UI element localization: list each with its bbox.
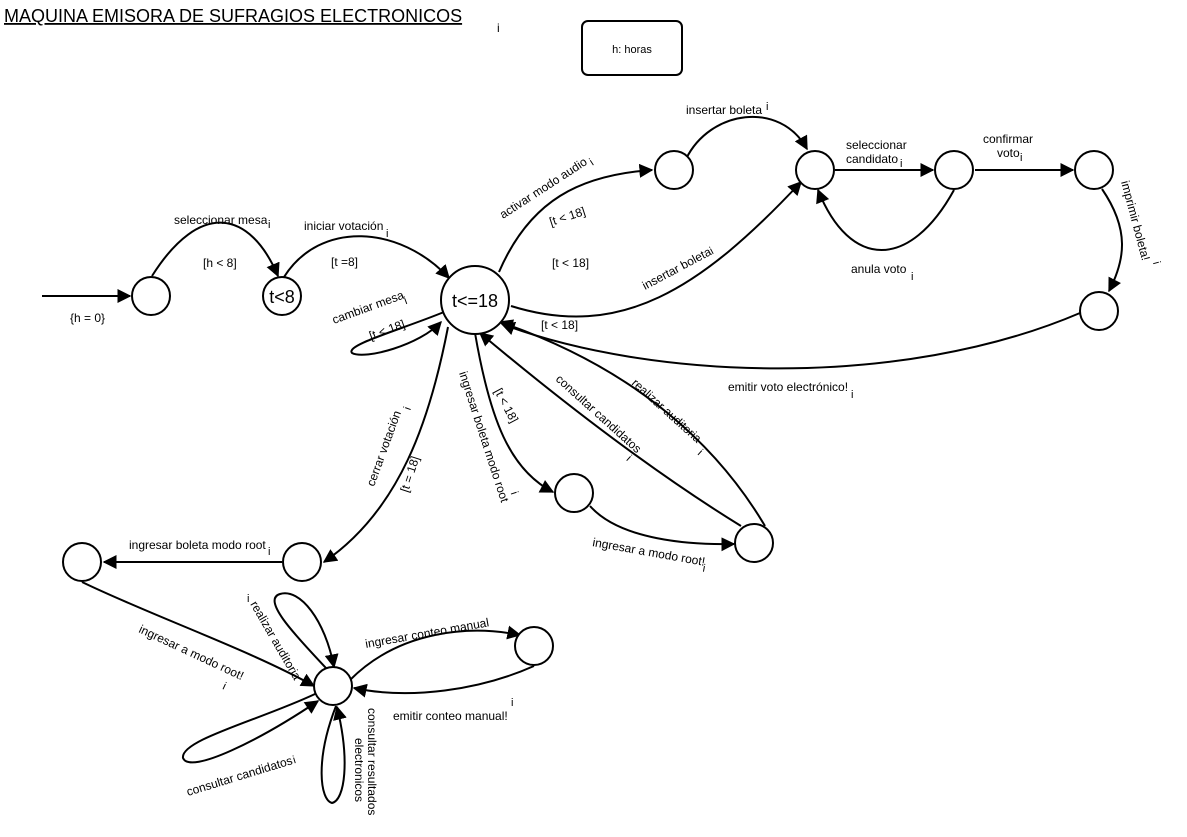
state-conteo-manual <box>514 626 554 666</box>
label-insertar-boleta-mid: insertar boleta <box>640 244 714 292</box>
marker-ingresar-boleta-root-2: i <box>268 546 270 558</box>
title-marker: i <box>497 21 500 35</box>
marker-insertar-boleta-mid: i <box>708 245 716 257</box>
edge-activar-audio <box>498 163 654 273</box>
label-realizar-auditoria: realizar auditoria <box>629 376 705 446</box>
label-insertar-guard: [t < 18] <box>552 256 589 270</box>
diagram-title: MAQUINA EMISORA DE SUFRAGIOS ELECTRONICO… <box>4 6 462 26</box>
label-consultar-resultados-2: electronicos <box>352 738 366 802</box>
edge-emitir-voto <box>500 312 1081 370</box>
label-seleccionar-candidato-1: seleccionar <box>846 138 907 152</box>
label-ingresar-modo-root-1: ingresar a modo root! <box>591 535 706 569</box>
marker-imprimir-boleta: i <box>1150 260 1162 265</box>
state-audio <box>654 150 694 190</box>
marker-consultar-candidatos-2: i <box>292 754 298 766</box>
state-start <box>131 276 171 316</box>
label-confirmar-voto-1: confirmar <box>983 132 1033 146</box>
state-root-final <box>313 666 353 706</box>
edge-ingresar-boleta-root <box>474 332 555 493</box>
marker-emitir-voto: i <box>851 389 853 401</box>
label-consultar-candidatos-2: consultar candidatos <box>185 753 294 799</box>
label-ingresar-modo-root-2: ingresar a modo root! <box>137 622 246 683</box>
label-cambiar-mesa-guard: [t < 18] <box>367 317 407 343</box>
label-confirmar-voto-2: voto <box>997 146 1020 160</box>
state-t-le-18 <box>440 265 510 335</box>
label-seleccionar-mesa: seleccionar mesa <box>174 213 268 227</box>
marker-cerrar-votacion: i <box>402 405 414 411</box>
label-cerrar-votacion: cerrar votación <box>364 409 404 488</box>
edge-seleccionar-mesa <box>151 221 280 278</box>
label-ingresar-conteo: ingresar conteo manual <box>364 615 490 651</box>
edge-consultar-candidatos-2 <box>182 693 320 764</box>
marker-realizar-auditoria: i <box>695 447 705 458</box>
edge-realizar-auditoria <box>498 319 766 527</box>
edge-imprimir-boleta <box>1101 188 1123 293</box>
state-t-lt-8 <box>262 276 302 316</box>
marker-emitir-conteo: i <box>511 697 513 709</box>
marker-seleccionar-mesa: i <box>268 219 270 231</box>
state-boleta-insertada <box>795 150 835 190</box>
state-t-le-18-label: t<=18 <box>452 291 498 311</box>
marker-iniciar-votacion: i <box>386 228 388 240</box>
marker-activar-audio: i <box>587 157 596 168</box>
marker-seleccionar-candidato: i <box>900 158 902 170</box>
marker-insertar-boleta-top: i <box>766 101 768 113</box>
edge-consultar-resultados <box>320 705 347 805</box>
marker-confirmar-voto: i <box>1020 152 1022 164</box>
edge-ingresar-conteo <box>349 625 522 681</box>
state-boleta-root <box>62 542 102 582</box>
state-voto-confirmado <box>1074 150 1114 190</box>
state-candidato-seleccionado <box>934 150 974 190</box>
edge-cerrar-votacion <box>322 326 449 563</box>
edge-insertar-boleta-top <box>685 115 808 160</box>
label-anula-voto: anula voto <box>851 262 907 276</box>
label-emitir-voto: emitir voto electrónico! <box>728 380 848 394</box>
marker-cambiar-mesa: i <box>403 295 409 307</box>
state-boleta-impresa <box>1079 291 1119 331</box>
label-activar-guard: [t < 18] <box>548 204 588 229</box>
label-imprimir-boleta: imprimir boleta! <box>1118 179 1153 262</box>
marker-consultar-candidatos: i <box>624 453 634 464</box>
marker-ingresar-modo-root-1: i <box>702 563 706 575</box>
edge-consultar-candidatos <box>478 332 742 527</box>
marker-ingresar-modo-root-2: i <box>221 681 228 693</box>
label-init-guard: {h = 0} <box>70 311 105 325</box>
state-votacion-cerrada <box>282 542 322 582</box>
label-iniciar-votacion: iniciar votación <box>304 219 383 233</box>
label-t-eq-8: [t =8] <box>331 255 358 269</box>
state-root-request <box>554 473 594 513</box>
state-t-lt-8-label: t<8 <box>269 287 295 307</box>
legend-note-box <box>581 20 683 76</box>
label-emitir-conteo: emitir conteo manual! <box>393 709 508 723</box>
marker-ingresar-boleta-root: i <box>508 490 520 496</box>
label-insertar-boleta-top: insertar boleta <box>686 103 762 117</box>
marker-anula-voto: i <box>911 271 913 283</box>
edge-realizar-auditoria-2 <box>273 592 339 669</box>
label-h-lt-8: [h < 8] <box>203 256 237 270</box>
edge-iniciar-votacion <box>283 235 450 280</box>
label-ingresar-boleta-root-2: ingresar boleta modo root <box>129 538 266 552</box>
legend-note-text: h: horas <box>612 44 652 56</box>
edge-emitir-conteo <box>352 665 535 698</box>
edge-insertar-boleta-mid <box>510 180 802 318</box>
label-consultar-resultados-1: consultar resultados <box>365 708 379 815</box>
edge-ingresar-modo-root <box>589 505 736 552</box>
edge-anula-voto <box>816 188 955 251</box>
marker-realizar-auditoria-2: i <box>247 593 249 605</box>
label-emitir-guard: [t < 18] <box>541 318 578 332</box>
edge-cambiar-mesa <box>350 311 445 356</box>
label-seleccionar-candidato-2: candidato <box>846 152 898 166</box>
label-realizar-auditoria-2: realizar auditoria <box>247 599 304 683</box>
edge-ingresar-modo-root-2 <box>81 581 316 687</box>
state-root-mode <box>734 523 774 563</box>
